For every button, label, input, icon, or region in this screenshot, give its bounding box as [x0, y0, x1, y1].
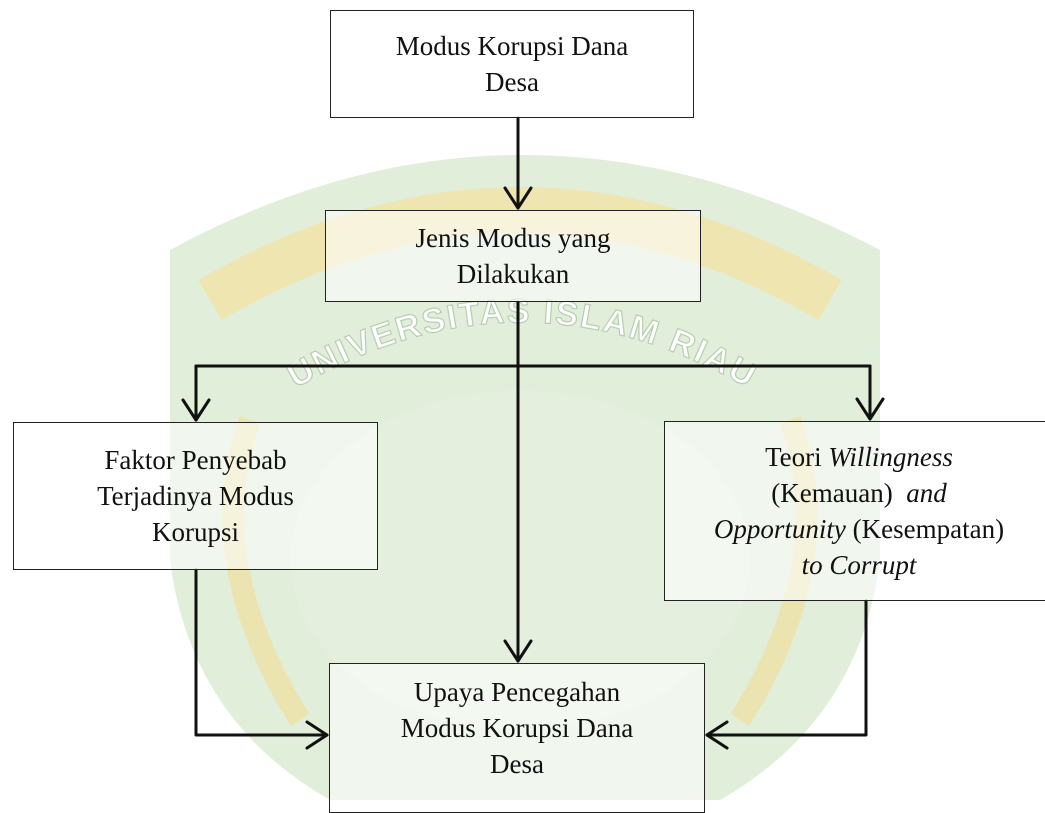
node-modus-line-2: Desa [485, 67, 539, 97]
teori-kesempatan: (Kesempatan) [852, 514, 1005, 544]
teori-and: and [906, 478, 947, 508]
teori-opportunity: Opportunity [713, 514, 846, 544]
node-teori-line-3: Opportunity (Kesempatan) [714, 511, 1004, 547]
edge-faktor-to-upaya [194, 568, 329, 737]
node-upaya-line-2: Modus Korupsi Dana [400, 713, 634, 743]
node-teori-line-1: Teori Willingness [765, 439, 953, 475]
watermark-emblem [290, 390, 750, 730]
node-teori-willingness: Teori Willingness (Kemauan) and Opportun… [664, 421, 1045, 601]
node-jenis-modus: Jenis Modus yang Dilakukan [325, 210, 701, 302]
arrowhead-jenis [503, 186, 533, 210]
arrowhead-faktor [181, 398, 211, 422]
node-upaya-pencegahan: Upaya Pencegahan Modus Korupsi Dana Desa [329, 663, 705, 813]
teori-prefix: Teori [765, 442, 829, 472]
teori-kemauan: (Kemauan) [771, 478, 893, 508]
arrowhead-upaya-left [305, 720, 329, 750]
node-teori-line-4: to Corrupt [802, 547, 917, 583]
node-modus-korupsi: Modus Korupsi Dana Desa [330, 10, 694, 118]
node-modus-line-1: Modus Korupsi Dana [395, 31, 629, 61]
arrowhead-teori [855, 397, 885, 421]
node-teori-line-2: (Kemauan) and [771, 475, 946, 511]
node-faktor-line-1: Faktor Penyebab [104, 445, 287, 475]
teori-willingness: Willingness [828, 442, 953, 472]
node-faktor-penyebab: Faktor Penyebab Terjadinya Modus Korupsi [13, 422, 378, 570]
node-jenis-line-2: Dilakukan [456, 259, 570, 289]
teori-to-corrupt: to Corrupt [801, 550, 917, 580]
node-faktor-line-2: Terjadinya Modus [97, 481, 294, 511]
node-upaya-line-3: Desa [490, 749, 544, 779]
node-faktor-line-3: Korupsi [152, 517, 239, 547]
arrowhead-upaya-right [705, 720, 729, 750]
node-upaya-line-1: Upaya Pencegahan [413, 677, 621, 707]
edge-teori-to-upaya [705, 599, 868, 737]
node-jenis-line-1: Jenis Modus yang [415, 223, 611, 253]
arrowhead-upaya-top [503, 639, 533, 663]
